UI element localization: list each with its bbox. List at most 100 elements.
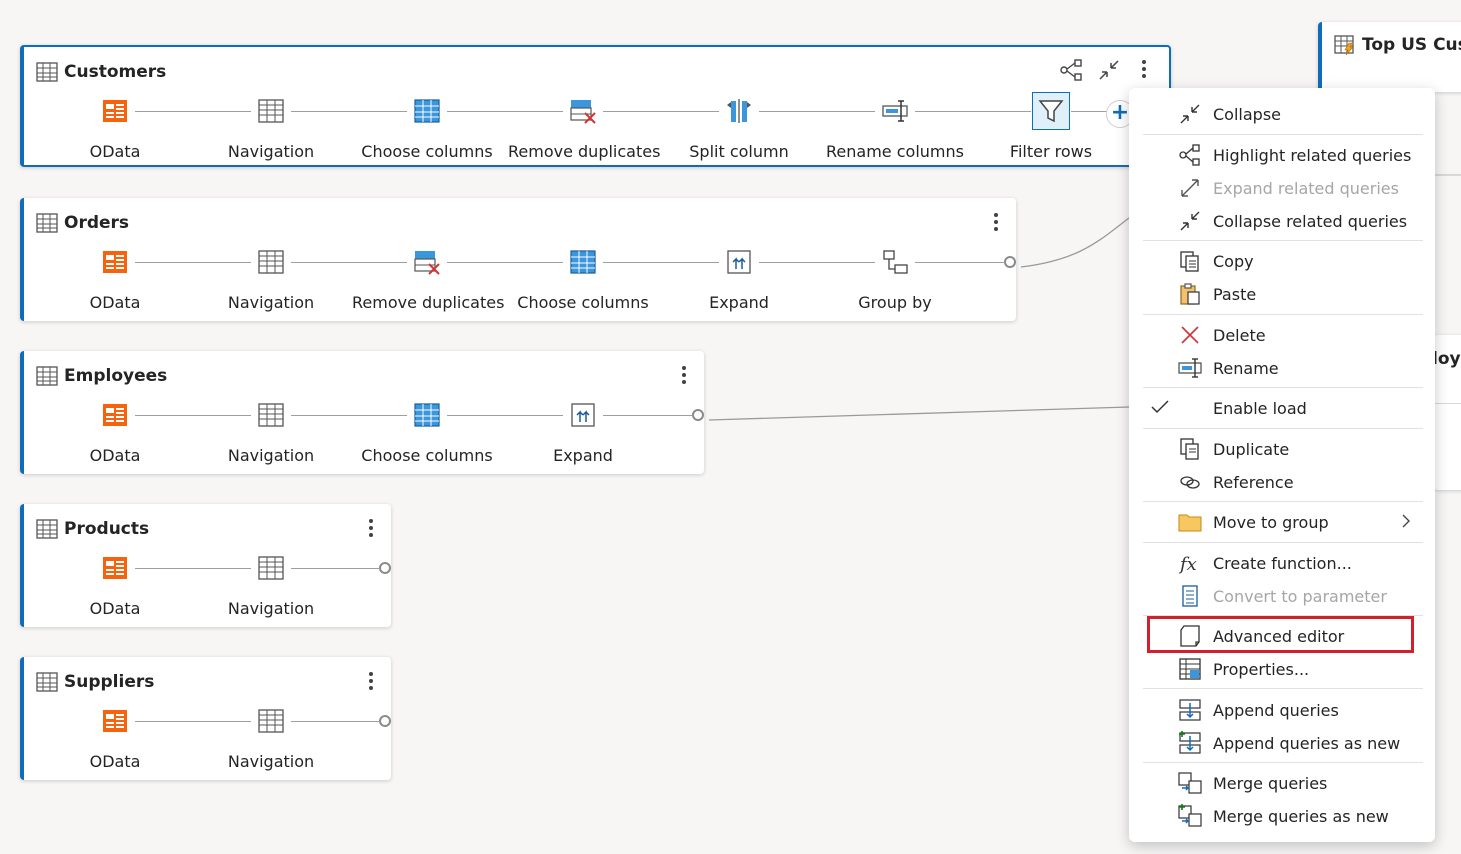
step-remove-duplicates[interactable]: Remove duplicates bbox=[508, 97, 660, 161]
more-options-icon[interactable] bbox=[361, 669, 381, 695]
folder-icon bbox=[1177, 509, 1203, 535]
menu-item-enable-load[interactable]: Enable load bbox=[1143, 392, 1421, 424]
step-expand[interactable]: Expand bbox=[508, 401, 658, 465]
menu-icon-spacer bbox=[1177, 395, 1203, 421]
more-options-icon[interactable] bbox=[674, 363, 694, 389]
step-icon-wrapper bbox=[876, 92, 914, 130]
more-options-icon[interactable] bbox=[986, 210, 1006, 236]
step-navigation[interactable]: Navigation bbox=[196, 248, 346, 312]
menu-item-label: Advanced editor bbox=[1213, 626, 1345, 646]
merge-icon bbox=[1177, 770, 1203, 796]
step-connector bbox=[759, 111, 875, 112]
step-remove-duplicates[interactable]: Remove duplicates bbox=[352, 248, 504, 312]
menu-item-append-queries-as-new[interactable]: Append queries as new bbox=[1143, 727, 1421, 759]
menu-item-paste[interactable]: Paste bbox=[1143, 278, 1421, 310]
menu-item-append-queries[interactable]: Append queries bbox=[1143, 694, 1421, 726]
output-node[interactable] bbox=[379, 715, 391, 727]
more-options-icon[interactable] bbox=[1134, 57, 1154, 83]
step-split-column[interactable]: Split column bbox=[664, 97, 814, 161]
step-odata[interactable]: OData bbox=[40, 97, 190, 161]
step-navigation[interactable]: Navigation bbox=[196, 554, 346, 618]
step-odata[interactable]: OData bbox=[40, 554, 190, 618]
step-connector bbox=[447, 262, 563, 263]
navigation-icon bbox=[257, 401, 285, 429]
step-choose-columns[interactable]: Choose columns bbox=[508, 248, 658, 312]
step-connector bbox=[291, 415, 407, 416]
menu-item-label: Reference bbox=[1213, 472, 1294, 492]
query-card-top-us-customers[interactable]: Top US Cust bbox=[1318, 22, 1461, 92]
menu-item-expand-related-queries[interactable]: Expand related queries bbox=[1143, 172, 1421, 204]
step-odata[interactable]: OData bbox=[40, 248, 190, 312]
menu-separator bbox=[1143, 314, 1423, 315]
menu-item-label: Merge queries bbox=[1213, 773, 1328, 793]
menu-item-label: Collapse bbox=[1213, 104, 1281, 124]
menu-item-merge-queries[interactable]: Merge queries bbox=[1143, 767, 1421, 799]
card-title-text: Top US Cust bbox=[1362, 35, 1461, 55]
step-rename-columns[interactable]: Rename columns bbox=[820, 97, 970, 161]
menu-item-copy[interactable]: Copy bbox=[1143, 245, 1421, 277]
expand-icon bbox=[1177, 175, 1203, 201]
step-connector bbox=[603, 415, 693, 416]
menu-item-delete[interactable]: Delete bbox=[1143, 319, 1421, 351]
step-icon-wrapper bbox=[252, 92, 290, 130]
card-title-text: Orders bbox=[64, 213, 130, 233]
menu-item-rename[interactable]: Rename bbox=[1143, 352, 1421, 384]
odata-icon bbox=[101, 97, 129, 125]
query-card-partial-employees[interactable]: loy bbox=[1432, 335, 1461, 490]
output-node[interactable] bbox=[692, 409, 704, 421]
menu-item-convert-to-parameter[interactable]: Convert to parameter bbox=[1143, 580, 1421, 612]
menu-item-collapse[interactable]: Collapse bbox=[1143, 98, 1421, 130]
highlight-related-icon[interactable] bbox=[1058, 57, 1084, 83]
step-connector bbox=[291, 111, 407, 112]
menu-item-duplicate[interactable]: Duplicate bbox=[1143, 433, 1421, 465]
card-title: Top US Cust bbox=[1334, 34, 1461, 56]
collapse-icon bbox=[1177, 208, 1203, 234]
output-node[interactable] bbox=[379, 562, 391, 574]
menu-item-label: Convert to parameter bbox=[1213, 586, 1387, 606]
step-navigation[interactable]: Navigation bbox=[196, 97, 346, 161]
menu-item-label: Duplicate bbox=[1213, 439, 1290, 459]
more-options-icon[interactable] bbox=[361, 516, 381, 542]
step-group-by[interactable]: Group by bbox=[820, 248, 970, 312]
menu-item-label: Append queries bbox=[1213, 700, 1339, 720]
step-filter-rows[interactable]: Filter rows bbox=[976, 92, 1126, 161]
step-choose-columns[interactable]: Choose columns bbox=[352, 97, 502, 161]
step-choose-columns[interactable]: Choose columns bbox=[352, 401, 502, 465]
step-navigation[interactable]: Navigation bbox=[196, 707, 346, 771]
step-odata[interactable]: OData bbox=[40, 401, 190, 465]
menu-item-advanced-editor[interactable]: Advanced editor bbox=[1143, 620, 1421, 652]
card-title-text: Suppliers bbox=[64, 672, 155, 692]
step-expand[interactable]: Expand bbox=[664, 248, 814, 312]
step-connector bbox=[135, 721, 251, 722]
menu-item-collapse-related-queries[interactable]: Collapse related queries bbox=[1143, 205, 1421, 237]
step-navigation[interactable]: Navigation bbox=[196, 401, 346, 465]
step-icon-wrapper bbox=[252, 396, 290, 434]
filter-rows-icon bbox=[1037, 97, 1065, 125]
menu-item-highlight-related-queries[interactable]: Highlight related queries bbox=[1143, 139, 1421, 171]
expand-icon bbox=[569, 401, 597, 429]
menu-item-reference[interactable]: Reference bbox=[1143, 466, 1421, 498]
append-icon bbox=[1177, 697, 1203, 723]
step-icon-wrapper bbox=[408, 396, 446, 434]
checkmark-icon bbox=[1149, 396, 1171, 418]
table-lightning-icon bbox=[1334, 35, 1354, 56]
collapse-icon[interactable] bbox=[1096, 57, 1122, 83]
card-divider bbox=[1434, 403, 1461, 404]
paste-icon bbox=[1177, 281, 1203, 307]
advanced-editor-icon bbox=[1177, 623, 1203, 649]
menu-item-move-to-group[interactable]: Move to group bbox=[1143, 506, 1421, 538]
step-odata[interactable]: OData bbox=[40, 707, 190, 771]
step-connector bbox=[291, 721, 380, 722]
menu-item-properties[interactable]: Properties... bbox=[1143, 653, 1421, 685]
output-node[interactable] bbox=[1004, 256, 1016, 268]
menu-item-merge-queries-as-new[interactable]: Merge queries as new bbox=[1143, 800, 1421, 832]
step-icon-wrapper bbox=[564, 396, 602, 434]
navigation-icon bbox=[257, 554, 285, 582]
